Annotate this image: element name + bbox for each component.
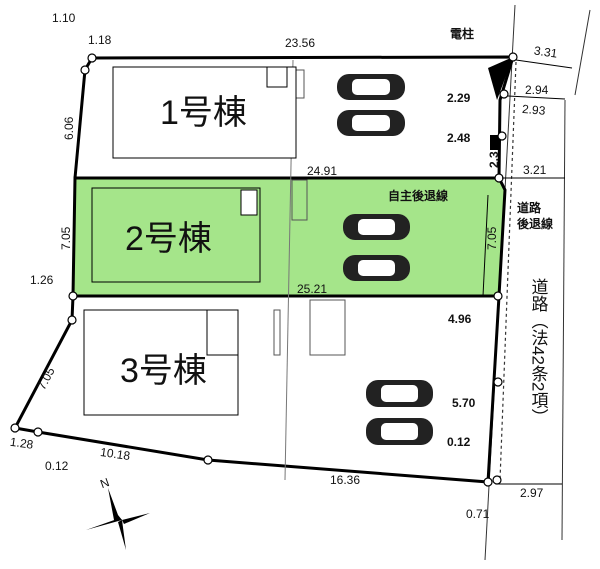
dim-4.96: 4.96 [448, 312, 472, 326]
building-3-label: 3号棟 [120, 352, 207, 390]
north-label: N [98, 475, 111, 491]
stairs-3 [309, 299, 346, 356]
dim-1.18: 1.18 [88, 33, 112, 47]
dim-0.71: 0.71 [466, 507, 490, 521]
dim-2.93: 2.93 [521, 102, 546, 118]
building-1-grid [266, 66, 288, 88]
dim-25.21: 25.21 [297, 282, 327, 296]
dim-2.94: 2.94 [525, 83, 549, 97]
dim-1.28: 1.28 [9, 435, 34, 452]
road-setback-line [499, 61, 517, 481]
dim-16.36: 16.36 [330, 473, 360, 487]
fence-3 [273, 309, 281, 356]
dim-7.05-left: 7.05 [59, 226, 73, 250]
dim-2.48: 2.48 [447, 131, 471, 145]
pole-label: 電柱 [450, 26, 474, 41]
own-setback-line [482, 194, 489, 297]
dim-2.29: 2.29 [447, 91, 471, 105]
own-setback-label: 自主後退線 [388, 188, 448, 203]
road-setback-label-1: 道路 [517, 200, 542, 215]
dim-3.21: 3.21 [523, 163, 547, 177]
dim-6.06: 6.06 [62, 116, 76, 140]
stairs-2 [291, 179, 308, 221]
dim-1.26: 1.26 [30, 273, 54, 287]
dim-3.31: 3.31 [533, 44, 558, 61]
dim-2.3: 2.3 [487, 151, 501, 168]
building-1-label: 1号棟 [160, 94, 247, 132]
lot-1-boundary [73, 55, 516, 179]
dimension-labels: 1.10 1.18 23.56 3.31 2.94 2.93 2.29 2.48… [9, 11, 558, 521]
building-2-grid [240, 189, 258, 216]
dim-2.97: 2.97 [520, 486, 544, 500]
road-setback-label-2: 後退線 [517, 216, 553, 231]
dim-10.18: 10.18 [99, 445, 131, 463]
compass-icon [86, 488, 150, 550]
road-label: 道路（法42条2項） [529, 278, 549, 425]
dim-7.05-right: 7.05 [485, 226, 499, 250]
building-1[interactable] [112, 66, 297, 159]
building-2[interactable] [91, 187, 261, 283]
dim-23.56: 23.56 [285, 36, 315, 50]
dim-24.91: 24.91 [307, 164, 337, 178]
dim-1.10: 1.10 [52, 11, 76, 25]
building-2-label: 2号棟 [125, 220, 212, 258]
car-windows [352, 79, 418, 440]
building-3-grid [206, 309, 239, 356]
utility-pole-icon [488, 57, 513, 100]
dim-0.12-left: 0.12 [45, 459, 69, 473]
dim-7.05-diag: 7.05 [34, 365, 57, 392]
boundary-marker [490, 135, 500, 150]
road-far-edge-2 [561, 99, 566, 541]
boundary-points [10, 52, 518, 487]
road-far-edge [574, 9, 591, 96]
dim-5.70: 5.70 [452, 396, 476, 410]
dimension-arrows [497, 59, 573, 485]
dim-0.12-right: 0.12 [447, 435, 471, 449]
